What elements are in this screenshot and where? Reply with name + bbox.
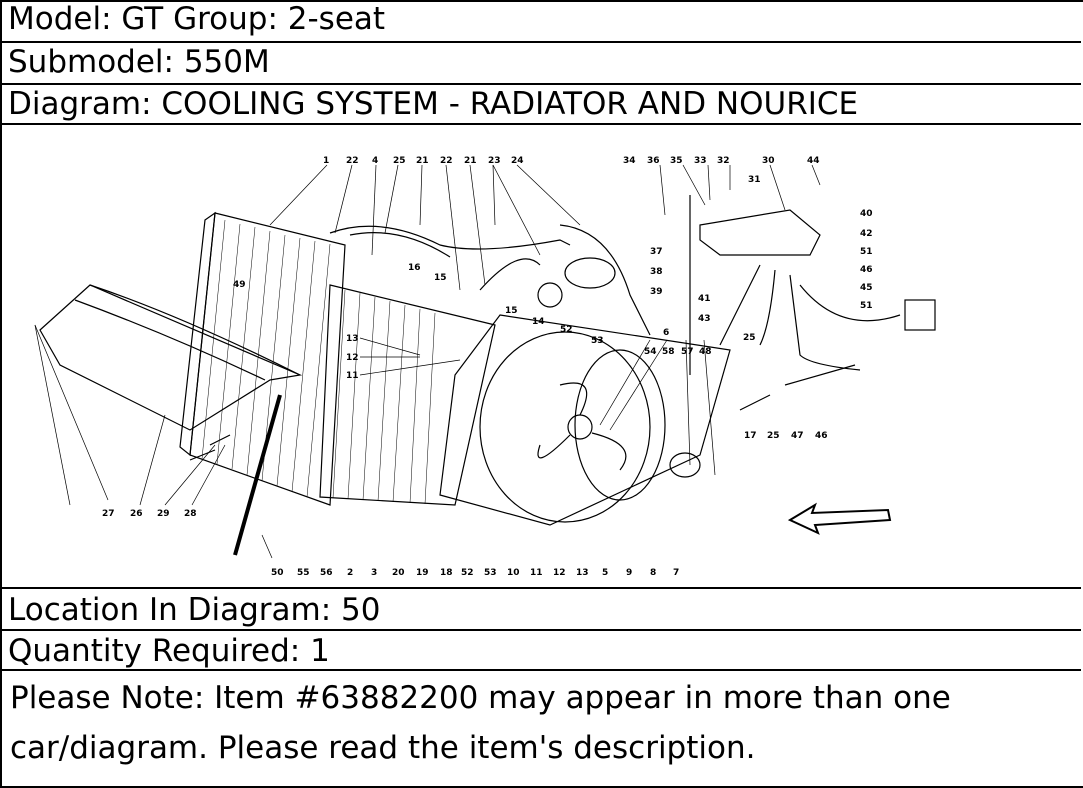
svg-text:34: 34	[623, 156, 636, 166]
leader-lines	[34, 164, 821, 559]
svg-text:48: 48	[699, 347, 712, 357]
svg-text:46: 46	[860, 265, 873, 275]
svg-text:12: 12	[346, 353, 359, 363]
svg-text:43: 43	[698, 314, 711, 324]
fan-shroud	[439, 314, 731, 526]
svg-text:9: 9	[626, 568, 632, 578]
svg-text:24: 24	[511, 156, 524, 166]
svg-text:25: 25	[743, 333, 756, 343]
svg-text:18: 18	[440, 568, 453, 578]
svg-text:31: 31	[748, 175, 761, 185]
svg-text:5: 5	[602, 568, 608, 578]
callout-labels: 1 22 4 25 21 22 21 23 24 34 36 35 33 32 …	[102, 156, 873, 578]
svg-text:41: 41	[698, 294, 711, 304]
svg-text:3: 3	[371, 568, 377, 578]
svg-text:13: 13	[346, 334, 359, 344]
item-note: Please Note: Item #63882200 may appear i…	[0, 671, 1081, 784]
svg-text:19: 19	[416, 568, 429, 578]
svg-text:52: 52	[461, 568, 474, 578]
svg-text:8: 8	[650, 568, 656, 578]
svg-text:10: 10	[507, 568, 520, 578]
diagram-title: Diagram: COOLING SYSTEM - RADIATOR AND N…	[0, 85, 1081, 125]
svg-text:25: 25	[393, 156, 406, 166]
svg-text:45: 45	[860, 283, 873, 293]
svg-text:29: 29	[157, 509, 170, 519]
svg-text:6: 6	[663, 328, 669, 338]
water-pump-pulley	[537, 282, 563, 308]
svg-text:51: 51	[860, 301, 873, 311]
svg-text:4: 4	[372, 156, 378, 166]
svg-text:54: 54	[644, 347, 657, 357]
svg-text:57: 57	[681, 347, 694, 357]
svg-text:2: 2	[347, 568, 353, 578]
svg-text:11: 11	[530, 568, 543, 578]
svg-text:11: 11	[346, 371, 359, 381]
svg-text:33: 33	[694, 156, 707, 166]
svg-text:12: 12	[553, 568, 566, 578]
note-line-2: car/diagram. Please read the item's desc…	[10, 730, 756, 766]
note-line-1: Please Note: Item #63882200 may appear i…	[10, 680, 951, 716]
svg-text:56: 56	[320, 568, 333, 578]
svg-text:20: 20	[392, 568, 405, 578]
svg-text:52: 52	[560, 325, 573, 335]
fan-motor-ring	[574, 349, 666, 501]
svg-text:46: 46	[815, 431, 828, 441]
svg-text:25: 25	[767, 431, 780, 441]
svg-text:23: 23	[488, 156, 501, 166]
svg-text:21: 21	[416, 156, 429, 166]
expansion-tank	[699, 209, 821, 256]
lower-hose	[784, 364, 856, 386]
air-duct-cover	[39, 284, 303, 431]
svg-text:15: 15	[505, 306, 518, 316]
condenser-core	[319, 284, 496, 506]
svg-text:40: 40	[860, 209, 873, 219]
svg-text:49: 49	[233, 280, 246, 290]
svg-text:32: 32	[717, 156, 730, 166]
svg-text:50: 50	[271, 568, 284, 578]
svg-text:37: 37	[650, 247, 663, 257]
svg-text:27: 27	[102, 509, 115, 519]
svg-text:51: 51	[860, 247, 873, 257]
location-in-diagram: Location In Diagram: 50	[0, 589, 1081, 631]
svg-text:28: 28	[184, 509, 197, 519]
svg-text:36: 36	[647, 156, 660, 166]
fan-ring	[479, 331, 651, 523]
model-label: Model: GT Group: 2-seat	[0, 0, 1081, 43]
svg-text:30: 30	[762, 156, 775, 166]
submodel-label: Submodel: 550M	[0, 43, 1081, 85]
svg-text:39: 39	[650, 287, 663, 297]
fan-motor	[669, 452, 701, 478]
parts-diagram: 1 22 4 25 21 22 21 23 24 34 36 35 33 32 …	[0, 125, 1081, 589]
svg-text:21: 21	[464, 156, 477, 166]
svg-text:22: 22	[440, 156, 453, 166]
svg-text:35: 35	[670, 156, 683, 166]
svg-text:44: 44	[807, 156, 820, 166]
svg-text:53: 53	[484, 568, 497, 578]
svg-text:13: 13	[576, 568, 589, 578]
upper-hose	[329, 225, 571, 250]
svg-text:17: 17	[744, 431, 757, 441]
svg-text:22: 22	[346, 156, 359, 166]
valve-body	[904, 299, 936, 331]
svg-text:26: 26	[130, 509, 143, 519]
exploded-view-drawing: 1 22 4 25 21 22 21 23 24 34 36 35 33 32 …	[34, 156, 936, 578]
quantity-required: Quantity Required: 1	[0, 631, 1081, 671]
svg-text:42: 42	[860, 229, 873, 239]
svg-text:14: 14	[532, 317, 545, 327]
svg-text:55: 55	[297, 568, 310, 578]
svg-text:7: 7	[673, 568, 679, 578]
svg-text:58: 58	[662, 347, 675, 357]
callout-1: 1	[323, 156, 329, 166]
svg-text:53: 53	[591, 336, 604, 346]
seal-strip-50	[233, 394, 282, 556]
svg-text:47: 47	[791, 431, 804, 441]
svg-text:16: 16	[408, 263, 421, 273]
svg-text:38: 38	[650, 267, 663, 277]
svg-text:15: 15	[434, 273, 447, 283]
direction-arrow	[787, 502, 892, 535]
